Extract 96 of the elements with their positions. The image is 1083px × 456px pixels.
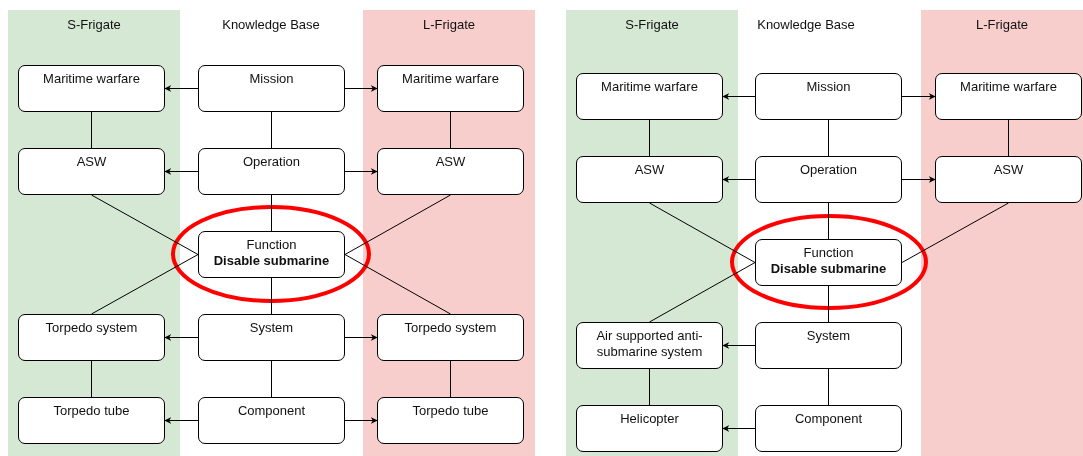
arrow <box>164 334 199 341</box>
box-label: Function <box>245 237 298 253</box>
column-heading: Knowledge Base <box>757 17 855 32</box>
arrow <box>722 93 756 100</box>
box-label: Torpedo system <box>44 320 139 336</box>
connector-line <box>91 111 92 149</box>
arrow <box>344 168 378 175</box>
concept-box <box>755 156 902 203</box>
connector-line <box>271 360 272 398</box>
arrow <box>344 417 378 424</box>
connector-line <box>901 202 1009 263</box>
column-heading: L-Frigate <box>422 17 476 32</box>
box-label: ASW <box>434 154 467 170</box>
box-label: Maritime warfare <box>42 71 141 87</box>
connector-line <box>649 119 650 157</box>
concept-box <box>198 231 345 278</box>
concept-box <box>377 65 524 112</box>
connector-line <box>828 285 829 323</box>
concept-box <box>198 397 345 444</box>
column-band <box>8 10 180 456</box>
box-label: Maritime warfare <box>959 79 1058 95</box>
column-band <box>566 10 738 456</box>
connector-line <box>91 254 199 315</box>
concept-box <box>576 322 723 369</box>
column-heading: S-Frigate <box>624 17 680 32</box>
box-label: Component <box>793 411 864 427</box>
connector-line <box>271 111 272 149</box>
concept-box <box>198 148 345 195</box>
arrow <box>901 176 936 183</box>
box-label: Maritime warfare <box>401 71 500 87</box>
connector-line <box>450 360 451 398</box>
concept-box <box>935 73 1082 120</box>
arrow <box>164 85 199 92</box>
box-label: Component <box>236 403 307 419</box>
concept-box <box>755 73 902 120</box>
concept-box <box>198 314 345 361</box>
box-label: Mission <box>248 71 295 87</box>
concept-box <box>377 148 524 195</box>
concept-box <box>576 405 723 452</box>
box-label: Torpedo tube <box>52 403 131 419</box>
connector-line <box>344 194 451 255</box>
column-heading: S-Frigate <box>66 17 122 32</box>
arrow <box>722 425 756 432</box>
concept-box <box>18 148 165 195</box>
arrow <box>722 176 756 183</box>
concept-box <box>755 239 902 286</box>
box-label: ASW <box>633 162 666 178</box>
box-label: Torpedo system <box>403 320 498 336</box>
concept-box <box>576 73 723 120</box>
box-label-bold: Disable submarine <box>769 261 888 277</box>
concept-box <box>935 156 1082 203</box>
concept-box <box>755 405 902 452</box>
connector-line <box>91 194 199 255</box>
column-heading: Knowledge Base <box>222 17 320 32</box>
box-label: Function <box>802 245 855 261</box>
connector-line <box>91 360 92 398</box>
box-label: Mission <box>805 79 852 95</box>
connector-line <box>828 202 829 240</box>
box-label: Air supported anti-submarine system <box>595 328 704 360</box>
arrow <box>164 168 199 175</box>
box-label: Operation <box>241 154 302 170</box>
concept-box <box>18 314 165 361</box>
concept-box <box>198 65 345 112</box>
concept-box <box>18 65 165 112</box>
concept-box <box>377 397 524 444</box>
arrow <box>344 334 378 341</box>
connector-line <box>344 254 451 315</box>
column-band <box>363 10 535 456</box>
connector-line <box>828 368 829 406</box>
connector-line <box>649 262 756 323</box>
connector-line <box>649 368 650 406</box>
arrow <box>901 93 936 100</box>
box-label: ASW <box>992 162 1025 178</box>
concept-box <box>576 156 723 203</box>
connector-line <box>450 111 451 149</box>
connector-line <box>271 194 272 232</box>
concept-box <box>18 397 165 444</box>
column-band <box>921 10 1083 456</box>
box-label-bold: Disable submarine <box>212 253 331 269</box>
box-label: Operation <box>798 162 859 178</box>
connector-line <box>649 202 756 263</box>
concept-box <box>377 314 524 361</box>
box-label: ASW <box>75 154 108 170</box>
box-label: Maritime warfare <box>600 79 699 95</box>
arrow <box>344 85 378 92</box>
box-label: System <box>805 328 852 344</box>
box-label: System <box>248 320 295 336</box>
connector-line <box>1008 119 1009 157</box>
arrow <box>164 417 199 424</box>
column-heading: L-Frigate <box>975 17 1029 32</box>
connector-line <box>271 277 272 315</box>
concept-box <box>755 322 902 369</box>
arrow <box>722 342 756 349</box>
connector-line <box>828 119 829 157</box>
box-label: Torpedo tube <box>411 403 490 419</box>
box-label: Helicopter <box>619 411 680 427</box>
